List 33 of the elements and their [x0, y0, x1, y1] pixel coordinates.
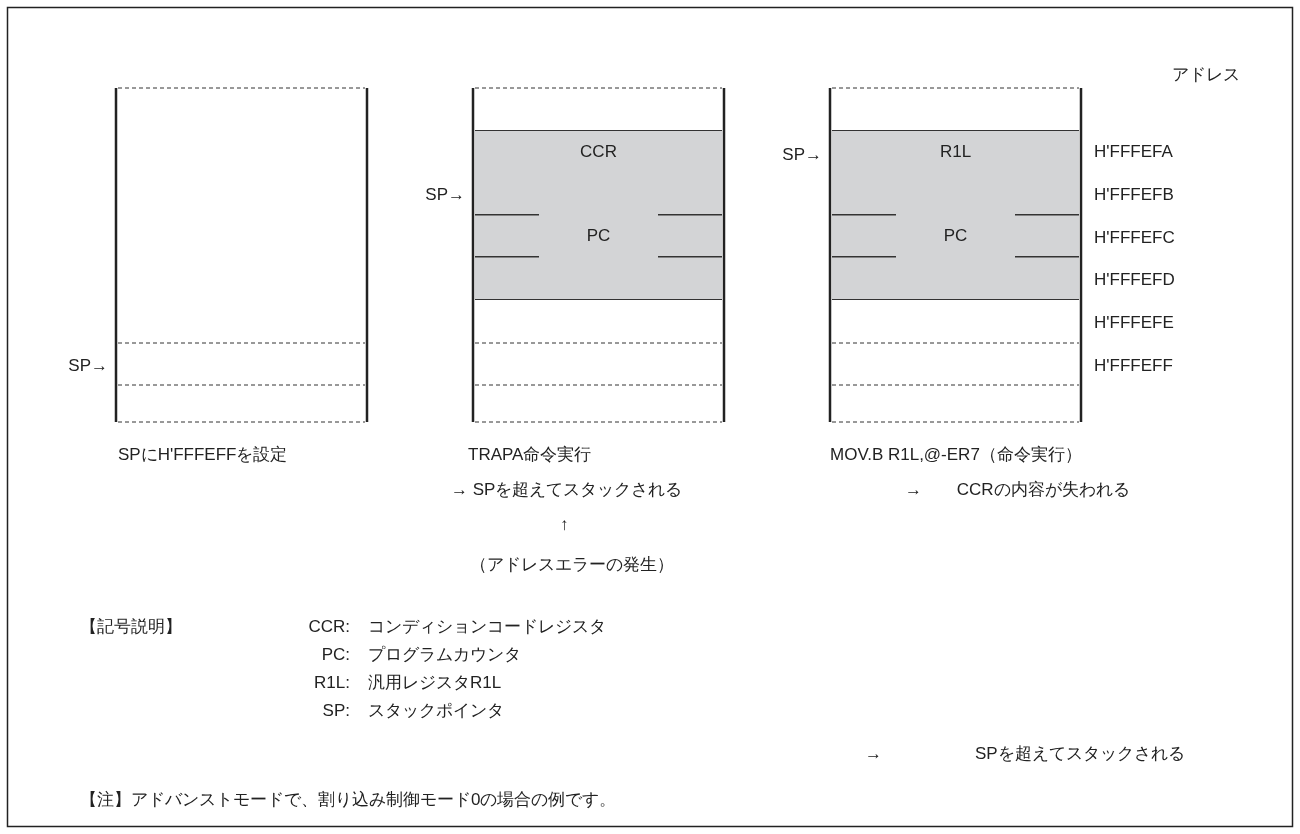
legend-term: SP: [322, 701, 350, 721]
caption: MOV.B R1L,@-ER7（命令実行） [830, 445, 1082, 465]
caption: TRAPA命令実行 [468, 445, 592, 465]
address-label: H'FFFEFF [1094, 356, 1173, 376]
caption: → CCRの内容が失われる [905, 480, 1130, 500]
direction-arrow: → [865, 744, 882, 764]
heading-label: アドレス [1172, 65, 1240, 85]
legend-description: プログラムカウンタ [368, 645, 521, 665]
note: 【注】アドバンストモードで、割り込み制御モード0の場合の例です。 [80, 790, 617, 810]
pointer-label: SP→ [425, 185, 465, 205]
stack-cell: CCR [475, 130, 722, 173]
direction-arrow: ↑ [560, 515, 569, 535]
address-label: H'FFFEFA [1094, 142, 1173, 162]
legend-term: PC: [321, 645, 350, 665]
stack-cell: PC [475, 172, 722, 300]
address-label: H'FFFEFD [1094, 270, 1175, 290]
pointer-label: SP→ [782, 145, 822, 165]
legend-description: 汎用レジスタR1L [368, 673, 502, 693]
caption: （アドレスエラーの発生） [470, 555, 674, 575]
stack-cell: PC [832, 172, 1079, 300]
address-label: H'FFFEFE [1094, 313, 1174, 333]
legend-heading: 【記号説明】 [80, 617, 182, 637]
pointer-label: SP→ [68, 356, 108, 376]
caption: → SPを超えてスタックされる [451, 480, 683, 500]
address-label: H'FFFEFB [1094, 185, 1174, 205]
caption: SPにH'FFFEFFを設定 [118, 445, 288, 465]
address-label: H'FFFEFC [1094, 228, 1175, 248]
legend-term: CCR: [308, 617, 350, 637]
legend-description: コンディションコードレジスタ [368, 617, 606, 637]
stack-cell: R1L [832, 130, 1079, 173]
note: SPを超えてスタックされる [975, 744, 1185, 764]
legend-term: R1L: [314, 673, 350, 693]
legend-description: スタックポインタ [368, 701, 504, 721]
